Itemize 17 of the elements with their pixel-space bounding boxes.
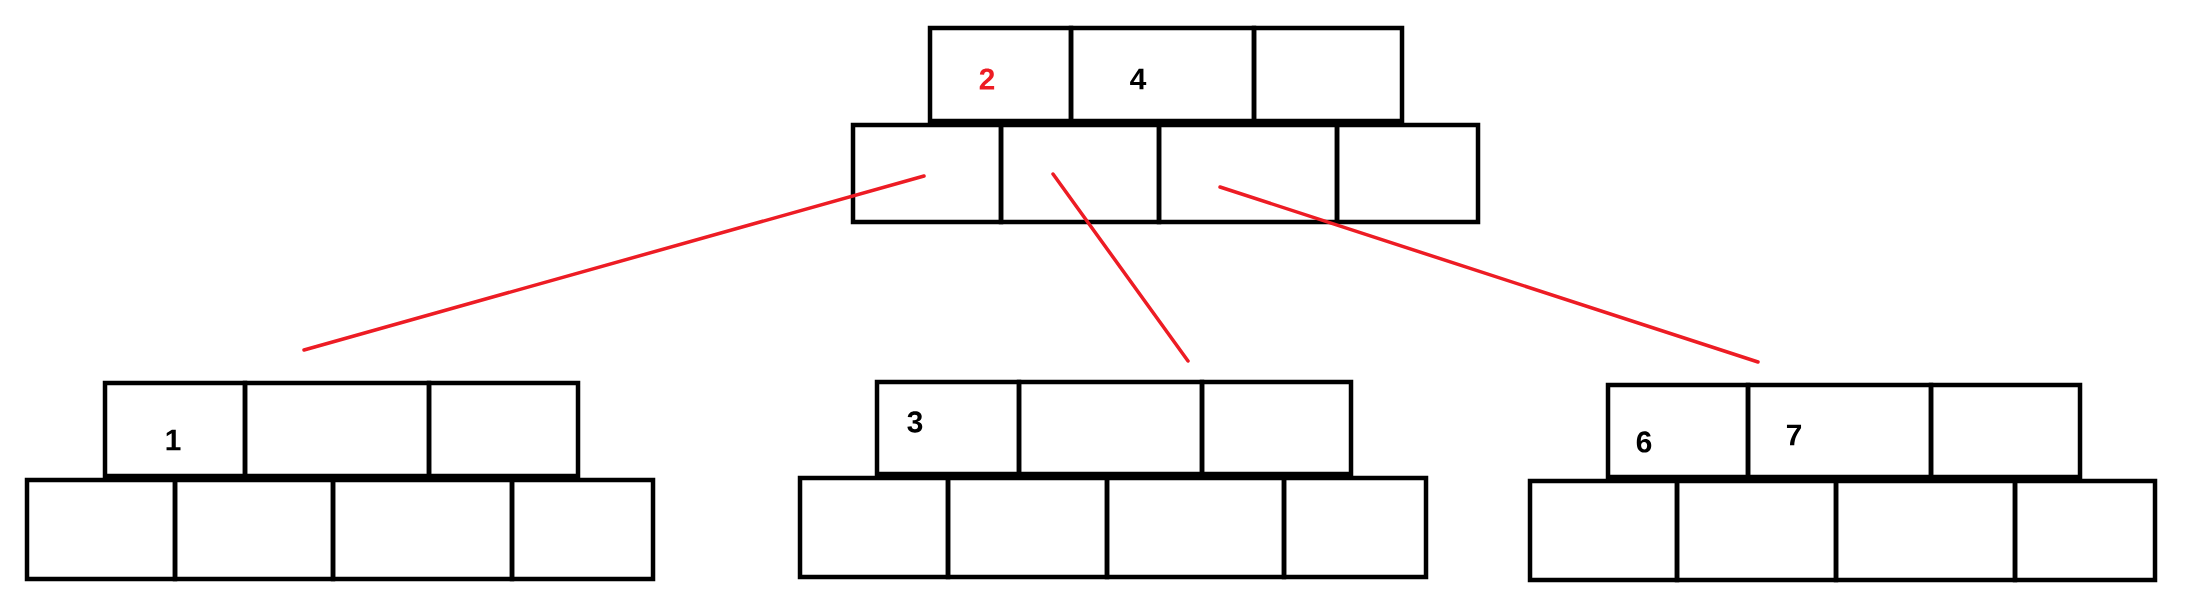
key-cell: 2	[927, 25, 1074, 124]
pointer-cell	[1281, 475, 1429, 580]
key-cell	[1928, 382, 2083, 480]
key-cell: 6	[1605, 382, 1751, 480]
key-cell: 7	[1745, 382, 1934, 480]
pointer-cell	[2012, 478, 2158, 583]
pointer-cell	[509, 477, 656, 582]
pointer-cell	[1334, 122, 1481, 225]
key-cell: 1	[102, 380, 248, 479]
key-cell	[1251, 25, 1405, 124]
connector-line	[302, 174, 926, 352]
key-cell	[1199, 379, 1354, 477]
connector-line	[1218, 185, 1760, 364]
connector-line	[1051, 172, 1190, 363]
key-cell: 4	[1068, 25, 1257, 124]
key-cell: 3	[874, 379, 1022, 477]
key-cell	[426, 380, 581, 479]
